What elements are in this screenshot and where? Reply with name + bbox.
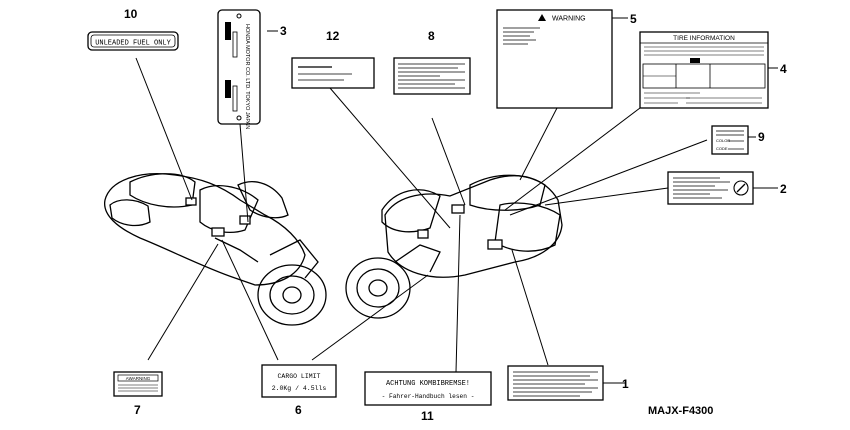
diagram-code: MAJX-F4300 <box>648 405 713 417</box>
callout-3: 3 <box>280 24 287 38</box>
fuel-label-text: UNLEADED FUEL ONLY <box>95 40 171 48</box>
label-small-warning: AWARNING <box>113 371 163 397</box>
callout-4: 4 <box>780 62 787 76</box>
callout-10: 10 <box>124 7 138 21</box>
callout-numbers: 10 3 12 8 5 4 9 2 1 7 6 11 <box>124 7 787 423</box>
warning-text: WARNING <box>552 16 586 23</box>
code-text: CODE <box>716 146 728 151</box>
callout-7: 7 <box>134 403 141 417</box>
callout-6: 6 <box>295 403 302 417</box>
label-2-sticker <box>667 171 754 205</box>
callout-2: 2 <box>780 182 787 196</box>
label-color-code: COLOR CODE <box>711 125 749 155</box>
callout-9: 9 <box>758 130 765 144</box>
achtung-line2: - Fahrer-Handbuch lesen - <box>382 393 475 400</box>
label-12-sticker <box>291 57 375 89</box>
label-warning-sticker: WARNING <box>496 9 613 109</box>
callout-5: 5 <box>630 12 637 26</box>
label-cargo-limit: CARGO LIMIT 2.0Kg / 4.5lls <box>261 364 337 398</box>
callout-12: 12 <box>326 29 340 43</box>
cargo-value: 2.0Kg / 4.5lls <box>272 385 327 392</box>
callout-11: 11 <box>421 409 434 423</box>
small-warning-text: AWARNING <box>126 376 151 381</box>
leader-lines <box>135 17 778 384</box>
right-motorcycle <box>345 174 563 319</box>
label-frame-plate: HONDA MOTOR CO. LTD. TOKYO JAPAN <box>217 9 261 129</box>
color-text: COLOR <box>716 138 730 143</box>
plate-text: HONDA MOTOR CO. LTD. TOKYO JAPAN <box>244 24 250 129</box>
label-1-sticker <box>507 365 604 401</box>
label-unleaded-fuel: UNLEADED FUEL ONLY <box>87 31 179 51</box>
label-8-sticker <box>393 57 471 95</box>
callout-1: 1 <box>622 377 629 391</box>
callout-8: 8 <box>428 29 435 43</box>
tire-info-title: TIRE INFORMATION <box>673 35 735 42</box>
achtung-line1: ACHTUNG KOMBIBREMSE! <box>386 380 470 388</box>
label-achtung: ACHTUNG KOMBIBREMSE! - Fahrer-Handbuch l… <box>364 371 492 406</box>
cargo-title: CARGO LIMIT <box>278 373 321 380</box>
label-tire-info: TIRE INFORMATION <box>639 31 769 109</box>
